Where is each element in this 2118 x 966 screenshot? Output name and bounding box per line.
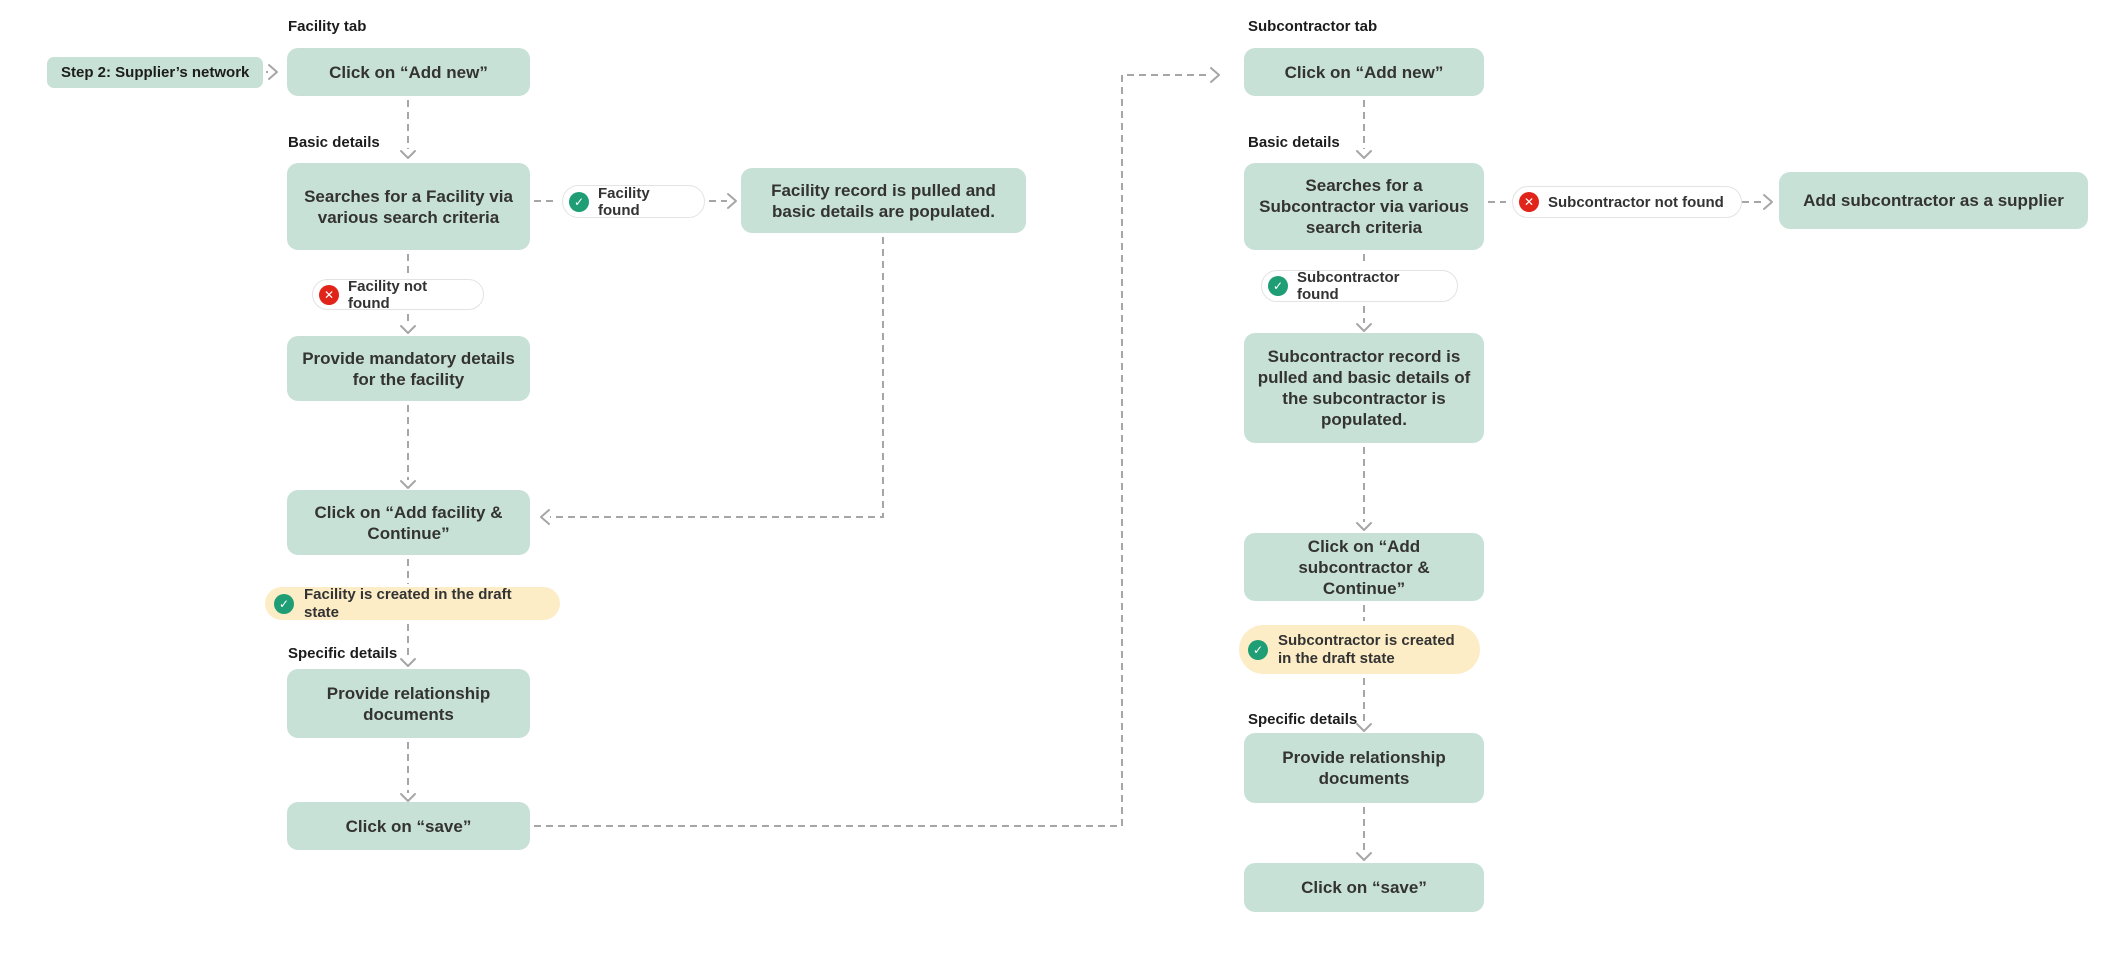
arrowhead-down-icon (1356, 852, 1372, 861)
highlight-label: Subcontractor is created in the draft st… (1278, 631, 1455, 667)
node-label: Click on “Add new” (1284, 62, 1444, 82)
arrowhead-right-icon (727, 193, 737, 209)
highlight-subcontractor-draft-created: ✓ Subcontractor is created in the draft … (1239, 625, 1480, 674)
status-pill-facility-not-found: ✕ Facility not found (312, 277, 484, 312)
step-badge-label: Step 2: Supplier’s network (61, 64, 250, 81)
node-label: Facility record is pulled and basic deta… (771, 180, 996, 221)
highlight-facility-draft-created: ✓ Facility is created in the draft state (265, 585, 560, 621)
subcontractor-specific-details-label: Specific details (1248, 711, 1358, 728)
cross-glyph: ✕ (323, 287, 335, 302)
node-facility-record-pulled: Facility record is pulled and basic deta… (741, 168, 1026, 233)
arrowhead-down-icon (1356, 150, 1372, 159)
check-glyph: ✓ (278, 596, 290, 611)
connector-save-to-subcontractor-add-new (534, 74, 1210, 827)
arrowhead-down-icon (400, 325, 416, 334)
arrowhead-down-icon (400, 658, 416, 667)
node-subcontractor-record-pulled: Subcontractor record is pulled and basic… (1244, 333, 1484, 443)
status-pill-subcontractor-found: ✓ Subcontractor found (1261, 269, 1458, 303)
node-label: Searches for a Facility via various sear… (304, 186, 513, 227)
node-label: Add subcontractor as a supplier (1803, 191, 2064, 210)
node-label: Click on “Add facility & Continue” (314, 502, 503, 543)
status-pill-label: Facility not found (348, 277, 428, 312)
check-icon: ✓ (274, 593, 294, 614)
connector-record-to-continue (550, 237, 884, 518)
cross-icon: ✕ (319, 284, 339, 305)
cross-icon: ✕ (1519, 192, 1539, 212)
node-label: Provide relationship documents (326, 683, 491, 724)
subcontractor-basic-details-label: Basic details (1248, 134, 1340, 151)
check-icon: ✓ (1268, 276, 1288, 296)
arrowhead-down-icon (1356, 522, 1372, 531)
check-icon: ✓ (1248, 639, 1268, 660)
facility-basic-details-label: Basic details (288, 134, 380, 151)
subcontractor-tab-label: Subcontractor tab (1248, 18, 1378, 35)
check-icon: ✓ (569, 191, 589, 212)
check-glyph: ✓ (573, 194, 585, 209)
node-facility-add-new: Click on “Add new” (287, 48, 530, 96)
arrowhead-down-icon (400, 793, 416, 802)
arrowhead-down-icon (1356, 323, 1372, 332)
arrowhead-down-icon (400, 150, 416, 159)
status-pill-label: Subcontractor not found (1548, 193, 1724, 211)
node-label: Provide relationship documents (1282, 748, 1446, 788)
highlight-label: Facility is created in the draft state (304, 585, 512, 621)
arrowhead-right-icon (1763, 194, 1773, 210)
status-pill-label: Facility found (598, 184, 650, 219)
arrowhead-right-icon (1210, 67, 1220, 83)
status-pill-subcontractor-not-found: ✕ Subcontractor not found (1512, 186, 1742, 218)
node-label: Subcontractor record is pulled and basic… (1257, 347, 1471, 429)
arrowhead-right-icon (268, 64, 278, 80)
node-label: Searches for a Subcontractor via various… (1259, 176, 1469, 237)
check-glyph: ✓ (1272, 279, 1284, 293)
node-label: Click on “save” (1301, 878, 1427, 897)
facility-specific-details-label: Specific details (288, 645, 398, 662)
check-glyph: ✓ (1252, 642, 1264, 657)
node-facility-search: Searches for a Facility via various sear… (287, 163, 530, 250)
arrowhead-left-icon (540, 509, 550, 525)
node-facility-save: Click on “save” (287, 802, 530, 850)
node-label: Click on “Add new” (329, 62, 488, 82)
step-badge: Step 2: Supplier’s network (47, 57, 264, 88)
node-subcontractor-search: Searches for a Subcontractor via various… (1244, 163, 1484, 250)
status-pill-label: Subcontractor found (1297, 269, 1400, 303)
arrowhead-down-icon (1356, 723, 1372, 732)
node-label: Click on “Add subcontractor & Continue” (1298, 536, 1430, 598)
node-label: Provide mandatory details for the facili… (302, 348, 515, 389)
node-add-subcontractor-as-supplier: Add subcontractor as a supplier (1779, 172, 2088, 229)
node-facility-add-and-continue: Click on “Add facility & Continue” (287, 490, 530, 555)
node-label: Click on “save” (345, 816, 472, 836)
node-subcontractor-add-new: Click on “Add new” (1244, 48, 1484, 96)
facility-tab-label: Facility tab (288, 18, 367, 35)
node-facility-relationship-documents: Provide relationship documents (287, 669, 530, 738)
status-pill-facility-found: ✓ Facility found (562, 184, 705, 219)
node-subcontractor-add-and-continue: Click on “Add subcontractor & Continue” (1244, 533, 1484, 601)
node-subcontractor-save: Click on “save” (1244, 863, 1484, 912)
cross-glyph: ✕ (1523, 195, 1535, 209)
node-subcontractor-relationship-documents: Provide relationship documents (1244, 733, 1484, 803)
arrowhead-down-icon (400, 480, 416, 489)
node-facility-mandatory-details: Provide mandatory details for the facili… (287, 336, 530, 401)
